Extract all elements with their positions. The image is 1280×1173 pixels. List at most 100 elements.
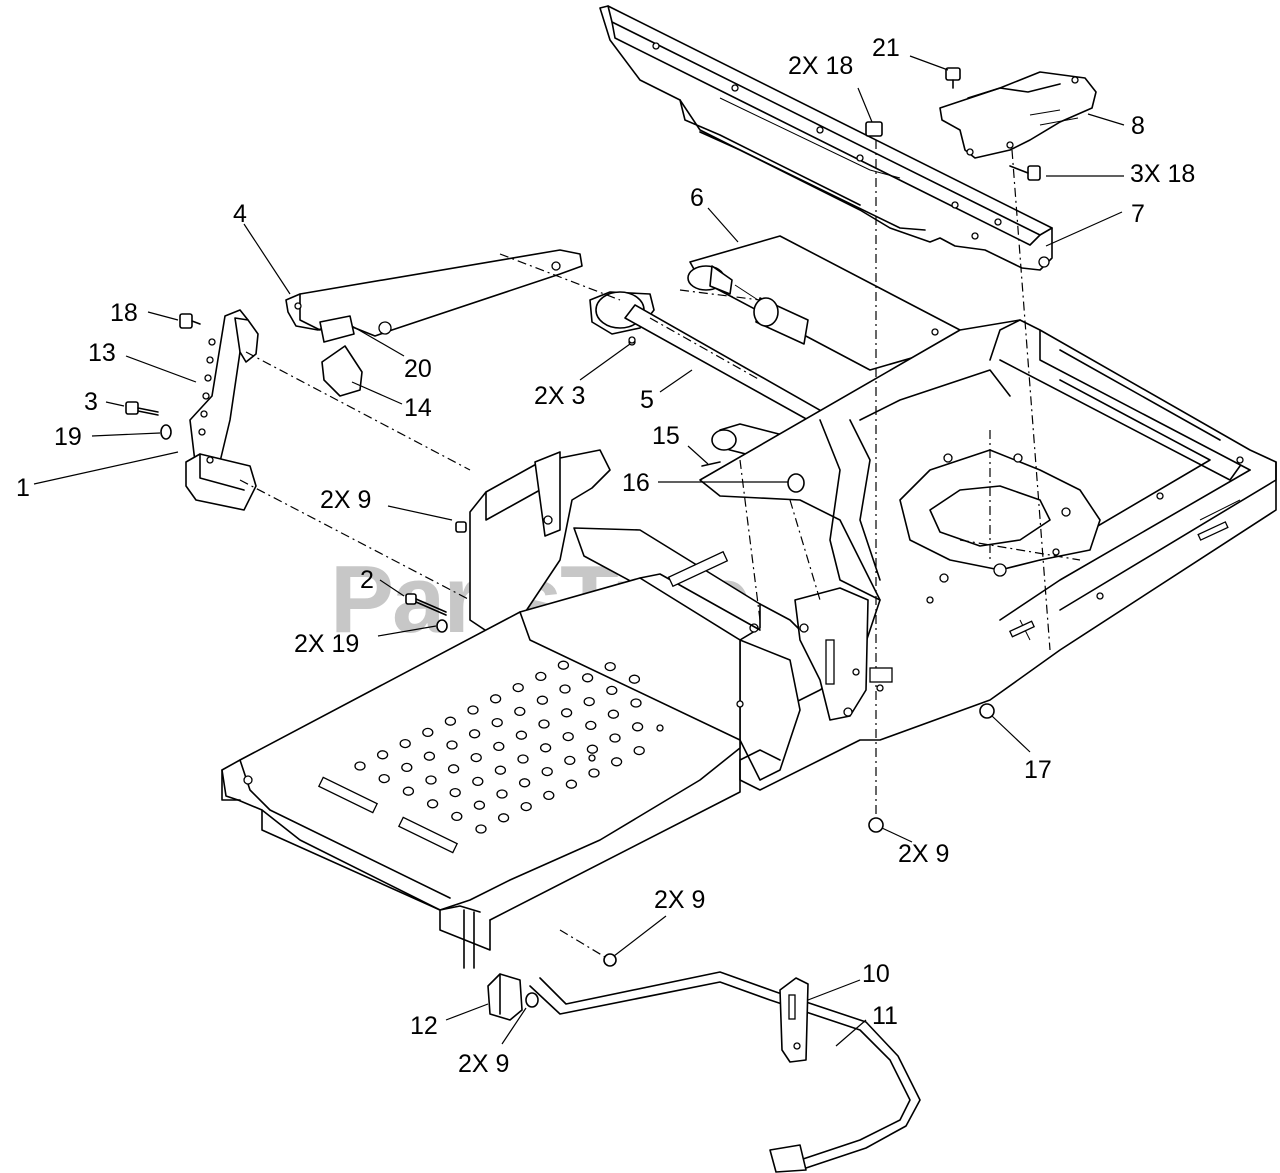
perforation-hole bbox=[470, 752, 482, 763]
leader-lines bbox=[33, 55, 1125, 1047]
part-19-washer-left bbox=[160, 424, 172, 440]
label-15: 15 bbox=[652, 422, 680, 450]
perforation-hole bbox=[489, 694, 502, 704]
perforation-hole bbox=[517, 754, 529, 764]
perforation-hole bbox=[565, 779, 578, 789]
perforation-hole bbox=[536, 695, 549, 705]
floor-pan-perforations bbox=[354, 660, 645, 834]
perforation-hole bbox=[633, 745, 645, 756]
label-10: 10 bbox=[862, 960, 890, 988]
perforation-hole bbox=[451, 811, 463, 822]
perforation-hole bbox=[607, 709, 620, 719]
perforation-hole bbox=[606, 685, 618, 696]
perforation-hole bbox=[515, 730, 528, 740]
label-2x9-c: 2X 9 bbox=[654, 886, 705, 914]
part-20-link bbox=[319, 315, 355, 343]
part-17-nut bbox=[979, 703, 995, 719]
label-2x19: 2X 19 bbox=[294, 630, 359, 658]
part-4-arm bbox=[285, 249, 583, 337]
part-9-nut-c bbox=[603, 953, 617, 967]
perforation-hole bbox=[378, 773, 390, 784]
perforation-hole bbox=[401, 762, 413, 773]
perforation-hole bbox=[497, 813, 510, 823]
part-6-plate bbox=[687, 235, 961, 371]
label-7: 7 bbox=[1131, 200, 1145, 228]
part-10-bracket bbox=[779, 977, 809, 1063]
perforation-hole bbox=[422, 727, 434, 738]
perforation-hole bbox=[426, 799, 439, 809]
part-21-bolt bbox=[945, 67, 961, 89]
label-2x3: 2X 3 bbox=[534, 382, 585, 410]
perforation-hole bbox=[475, 824, 487, 834]
perforation-hole bbox=[467, 705, 479, 715]
perforation-hole bbox=[604, 661, 616, 672]
perforation-hole bbox=[535, 671, 547, 682]
perforation-hole bbox=[514, 706, 526, 717]
label-19: 19 bbox=[54, 423, 82, 451]
label-17: 17 bbox=[1024, 756, 1052, 784]
part-14-pedal-pad bbox=[321, 345, 363, 397]
perforation-hole bbox=[586, 744, 599, 754]
perforation-hole bbox=[518, 778, 531, 788]
part-15-pin bbox=[701, 461, 721, 467]
perforation-hole bbox=[585, 720, 597, 731]
perforation-hole bbox=[628, 674, 641, 684]
perforation-hole bbox=[468, 729, 481, 739]
center-pedestal bbox=[469, 449, 893, 781]
perforation-hole bbox=[583, 696, 595, 707]
perforation-hole bbox=[425, 775, 437, 785]
perforation-hole bbox=[423, 751, 436, 761]
label-2x9-d: 2X 9 bbox=[458, 1050, 509, 1078]
label-3: 3 bbox=[84, 388, 98, 416]
part-16-washer bbox=[787, 473, 805, 493]
part-11-rod bbox=[463, 909, 921, 1173]
part-19-washer-center bbox=[436, 619, 448, 633]
perforation-hole bbox=[354, 761, 366, 771]
perforation-hole bbox=[564, 755, 576, 766]
perforation-hole bbox=[559, 684, 571, 694]
perforation-hole bbox=[538, 719, 550, 729]
part-1-pedal-bracket bbox=[185, 309, 259, 511]
perforation-hole bbox=[539, 743, 552, 753]
part-18-bolt-right bbox=[1009, 165, 1041, 181]
perforation-hole bbox=[631, 722, 644, 732]
label-6: 6 bbox=[690, 184, 704, 212]
label-3x18: 3X 18 bbox=[1130, 160, 1195, 188]
perforation-hole bbox=[512, 682, 524, 693]
perforation-hole bbox=[543, 790, 555, 801]
perforation-hole bbox=[402, 786, 415, 796]
label-5: 5 bbox=[640, 386, 654, 414]
part-9-nut-a bbox=[455, 521, 467, 533]
perforation-hole bbox=[609, 733, 621, 743]
perforation-hole bbox=[399, 738, 411, 749]
label-11: 11 bbox=[872, 1002, 898, 1030]
part-18-bolt-left bbox=[179, 313, 201, 329]
part-3-bolts-shaft bbox=[628, 336, 636, 344]
floor-pan bbox=[221, 550, 781, 951]
label-20: 20 bbox=[404, 355, 432, 383]
label-2x9-b: 2X 9 bbox=[898, 840, 949, 868]
label-2x18-top: 2X 18 bbox=[788, 52, 853, 80]
part-8-bracket bbox=[939, 71, 1097, 159]
perforation-hole bbox=[588, 768, 600, 778]
label-16: 16 bbox=[622, 469, 650, 497]
perforation-hole bbox=[496, 789, 508, 799]
label-18: 18 bbox=[110, 299, 138, 327]
part-12-block bbox=[487, 973, 523, 1021]
part-7-rear-bracket bbox=[599, 5, 1053, 271]
perforation-hole bbox=[472, 776, 484, 787]
perforation-hole bbox=[541, 766, 553, 777]
perforation-hole bbox=[520, 801, 532, 812]
perforation-hole bbox=[562, 731, 574, 742]
perforation-hole bbox=[376, 750, 389, 760]
perforation-hole bbox=[494, 765, 507, 775]
perforation-hole bbox=[560, 708, 573, 718]
part-2-bolt bbox=[405, 593, 447, 616]
part-18-bolt-top bbox=[865, 121, 883, 137]
label-4: 4 bbox=[233, 200, 247, 228]
perforation-hole bbox=[493, 741, 505, 752]
label-21: 21 bbox=[872, 34, 900, 62]
part-3-bolt-left bbox=[125, 401, 159, 416]
part-9-nut-b bbox=[868, 817, 884, 833]
